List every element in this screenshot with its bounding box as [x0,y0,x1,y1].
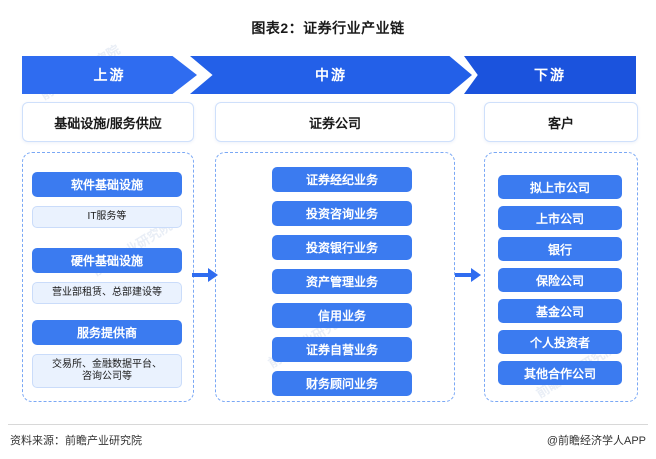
arrow-upstream-to-midstream [192,268,218,282]
midstream-item-0: 证券经纪业务 [272,167,412,192]
column-downstream [484,152,638,402]
midstream-item-2: 投资银行业务 [272,235,412,260]
upstream-item-4: 服务提供商 [32,320,182,345]
downstream-item-4: 基金公司 [498,299,622,323]
midstream-item-3: 资产管理业务 [272,269,412,294]
downstream-item-3: 保险公司 [498,268,622,292]
footer-divider [8,424,648,425]
upstream-item-1: IT服务等 [32,206,182,228]
upstream-item-5: 交易所、金融数据平台、 咨询公司等 [32,354,182,388]
banner-downstream: 下游 [464,56,636,94]
banner-upstream: 上游 [22,56,197,94]
midstream-item-4: 信用业务 [272,303,412,328]
midstream-item-1: 投资咨询业务 [272,201,412,226]
brand-credit: @前瞻经济学人APP [546,435,646,447]
column-upstream [22,152,194,402]
downstream-item-6: 其他合作公司 [498,361,622,385]
header-box-downstream: 客户 [484,102,638,142]
header-box-upstream: 基础设施/服务供应 [22,102,194,142]
banner-midstream: 中游 [190,56,472,94]
header-box-midstream: 证券公司 [215,102,455,142]
midstream-item-6: 财务顾问业务 [272,371,412,396]
upstream-item-3: 营业部租赁、总部建设等 [32,282,182,304]
upstream-item-0: 软件基础设施 [32,172,182,197]
downstream-item-2: 银行 [498,237,622,261]
downstream-item-0: 拟上市公司 [498,175,622,199]
arrow-midstream-to-downstream [455,268,481,282]
source-note: 资料来源：前瞻产业研究院 [10,435,142,447]
upstream-item-2: 硬件基础设施 [32,248,182,273]
page-title: 图表2：证券行业产业链 [251,20,405,36]
downstream-item-5: 个人投资者 [498,330,622,354]
midstream-item-5: 证券自营业务 [272,337,412,362]
downstream-item-1: 上市公司 [498,206,622,230]
